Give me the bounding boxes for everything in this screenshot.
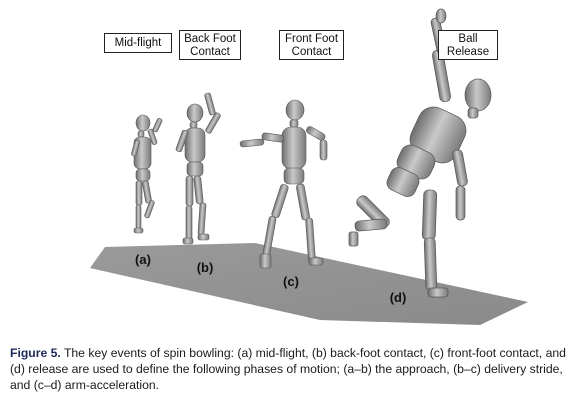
phase-label-ball-release: Ball Release xyxy=(438,30,498,60)
caption-text: The key events of spin bowling: (a) mid-… xyxy=(10,346,566,392)
figure-label-d: (d) xyxy=(390,290,407,305)
phase-label-front-foot-contact: Front Foot Contact xyxy=(279,30,344,60)
mannequin-mid-flight xyxy=(131,114,163,234)
mannequin-front-foot-contact xyxy=(239,99,328,269)
phase-label-mid-flight: Mid-flight xyxy=(104,33,172,53)
figure-caption: Figure 5. The key events of spin bowling… xyxy=(10,345,582,393)
mannequin-back-foot-contact xyxy=(175,92,221,245)
figure-label-b: (b) xyxy=(197,260,214,275)
figure-label-c: (c) xyxy=(283,274,299,289)
figure-label-a: (a) xyxy=(135,252,151,267)
bowling-figure-illustration: (a) (b) (c) (d) xyxy=(90,8,528,325)
mannequin-ball-release xyxy=(348,8,492,298)
caption-label: Figure 5. xyxy=(10,346,61,360)
phase-label-back-foot-contact: Back Foot Contact xyxy=(179,30,241,60)
ground-plane xyxy=(90,243,528,325)
